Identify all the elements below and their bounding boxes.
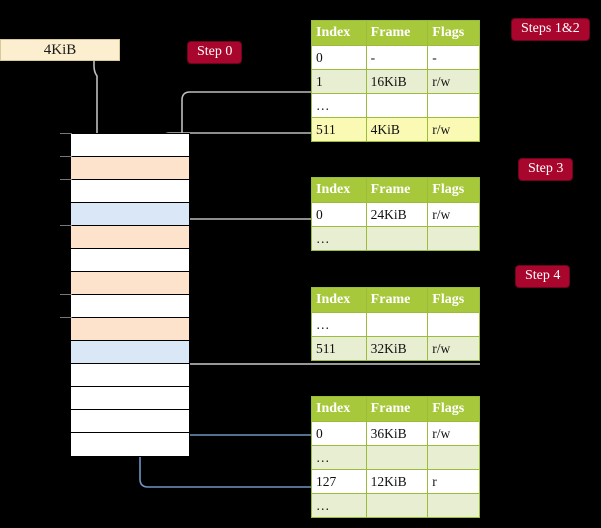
cell-index: 0: [311, 202, 367, 227]
physical-memory-column: [70, 133, 190, 457]
badge-step-4[interactable]: Step 4: [516, 266, 570, 287]
memory-frame: [71, 410, 189, 433]
cell-index: …: [311, 493, 367, 518]
cell-flags: -: [427, 45, 480, 70]
badge-step-3[interactable]: Step 3: [519, 159, 573, 180]
table-header-frame: Frame: [365, 287, 429, 313]
cell-flags: [427, 226, 480, 251]
table-header-index: Index: [311, 177, 367, 203]
cell-flags: [427, 445, 480, 470]
memory-tick: [60, 179, 72, 180]
memory-frame: [71, 180, 189, 203]
cell-frame: 4KiB: [365, 117, 429, 142]
memory-tick: [60, 294, 72, 295]
cell-frame: 36KiB: [365, 421, 429, 446]
table-header-flags: Flags: [427, 20, 480, 46]
cell-flags: [427, 493, 480, 518]
table-header-frame: Frame: [365, 20, 429, 46]
table-header-frame: Frame: [365, 177, 429, 203]
table-row[interactable]: …: [311, 493, 480, 518]
table-header-flags: Flags: [427, 287, 480, 313]
memory-frame: [71, 433, 189, 456]
cell-index: …: [311, 445, 367, 470]
memory-frame: [71, 295, 189, 318]
cell-flags: r/w: [427, 202, 480, 227]
cell-flags: r/w: [427, 336, 480, 361]
table-header-index: Index: [311, 396, 367, 422]
memory-frame: [71, 272, 189, 295]
cell-flags: [427, 312, 480, 337]
cell-index: 0: [311, 421, 367, 446]
badge-steps-1-2[interactable]: Steps 1&2: [512, 19, 589, 40]
cell-frame: [365, 93, 429, 118]
cell-index: 511: [311, 117, 367, 142]
cell-flags: r: [427, 469, 480, 494]
cell-index: …: [311, 226, 367, 251]
table-header-index: Index: [311, 20, 367, 46]
table-row[interactable]: …: [311, 226, 480, 251]
cell-flags: [427, 93, 480, 118]
cell-frame: 32KiB: [365, 336, 429, 361]
cell-index: …: [311, 312, 367, 337]
memory-tick: [60, 225, 72, 226]
memory-frame: [71, 203, 189, 226]
memory-frame: [71, 364, 189, 387]
cell-frame: [365, 312, 429, 337]
cell-index: 1: [311, 69, 367, 94]
memory-tick: [60, 317, 72, 318]
cell-index: 127: [311, 469, 367, 494]
memory-frame: [71, 387, 189, 410]
table-row[interactable]: …: [311, 445, 480, 470]
memory-frame: [71, 134, 189, 157]
badge-step-0[interactable]: Step 0: [188, 42, 242, 63]
table-row[interactable]: …: [311, 312, 480, 337]
memory-frame: [71, 341, 189, 364]
cell-frame: [365, 445, 429, 470]
cell-frame: [365, 493, 429, 518]
table-header-flags: Flags: [427, 177, 480, 203]
cell-frame: 16KiB: [365, 69, 429, 94]
cell-index: 511: [311, 336, 367, 361]
memory-frame: [71, 226, 189, 249]
table-header-index: Index: [311, 287, 367, 313]
cell-index: …: [311, 93, 367, 118]
cell-frame: 24KiB: [365, 202, 429, 227]
table-header-frame: Frame: [365, 396, 429, 422]
cell-flags: r/w: [427, 69, 480, 94]
table-row[interactable]: …: [311, 93, 480, 118]
memory-tick: [60, 156, 72, 157]
memory-frame: [71, 318, 189, 341]
memory-frame: [71, 157, 189, 180]
cell-index: 0: [311, 45, 367, 70]
cell-frame: -: [365, 45, 429, 70]
table-header-flags: Flags: [427, 396, 480, 422]
cell-frame: [365, 226, 429, 251]
size-label-4kib: 4KiB: [0, 39, 120, 61]
cell-flags: r/w: [427, 421, 480, 446]
table-row[interactable]: 0--: [311, 45, 480, 70]
cell-frame: 12KiB: [365, 469, 429, 494]
memory-tick: [60, 133, 72, 134]
cell-flags: r/w: [427, 117, 480, 142]
memory-frame: [71, 249, 189, 272]
